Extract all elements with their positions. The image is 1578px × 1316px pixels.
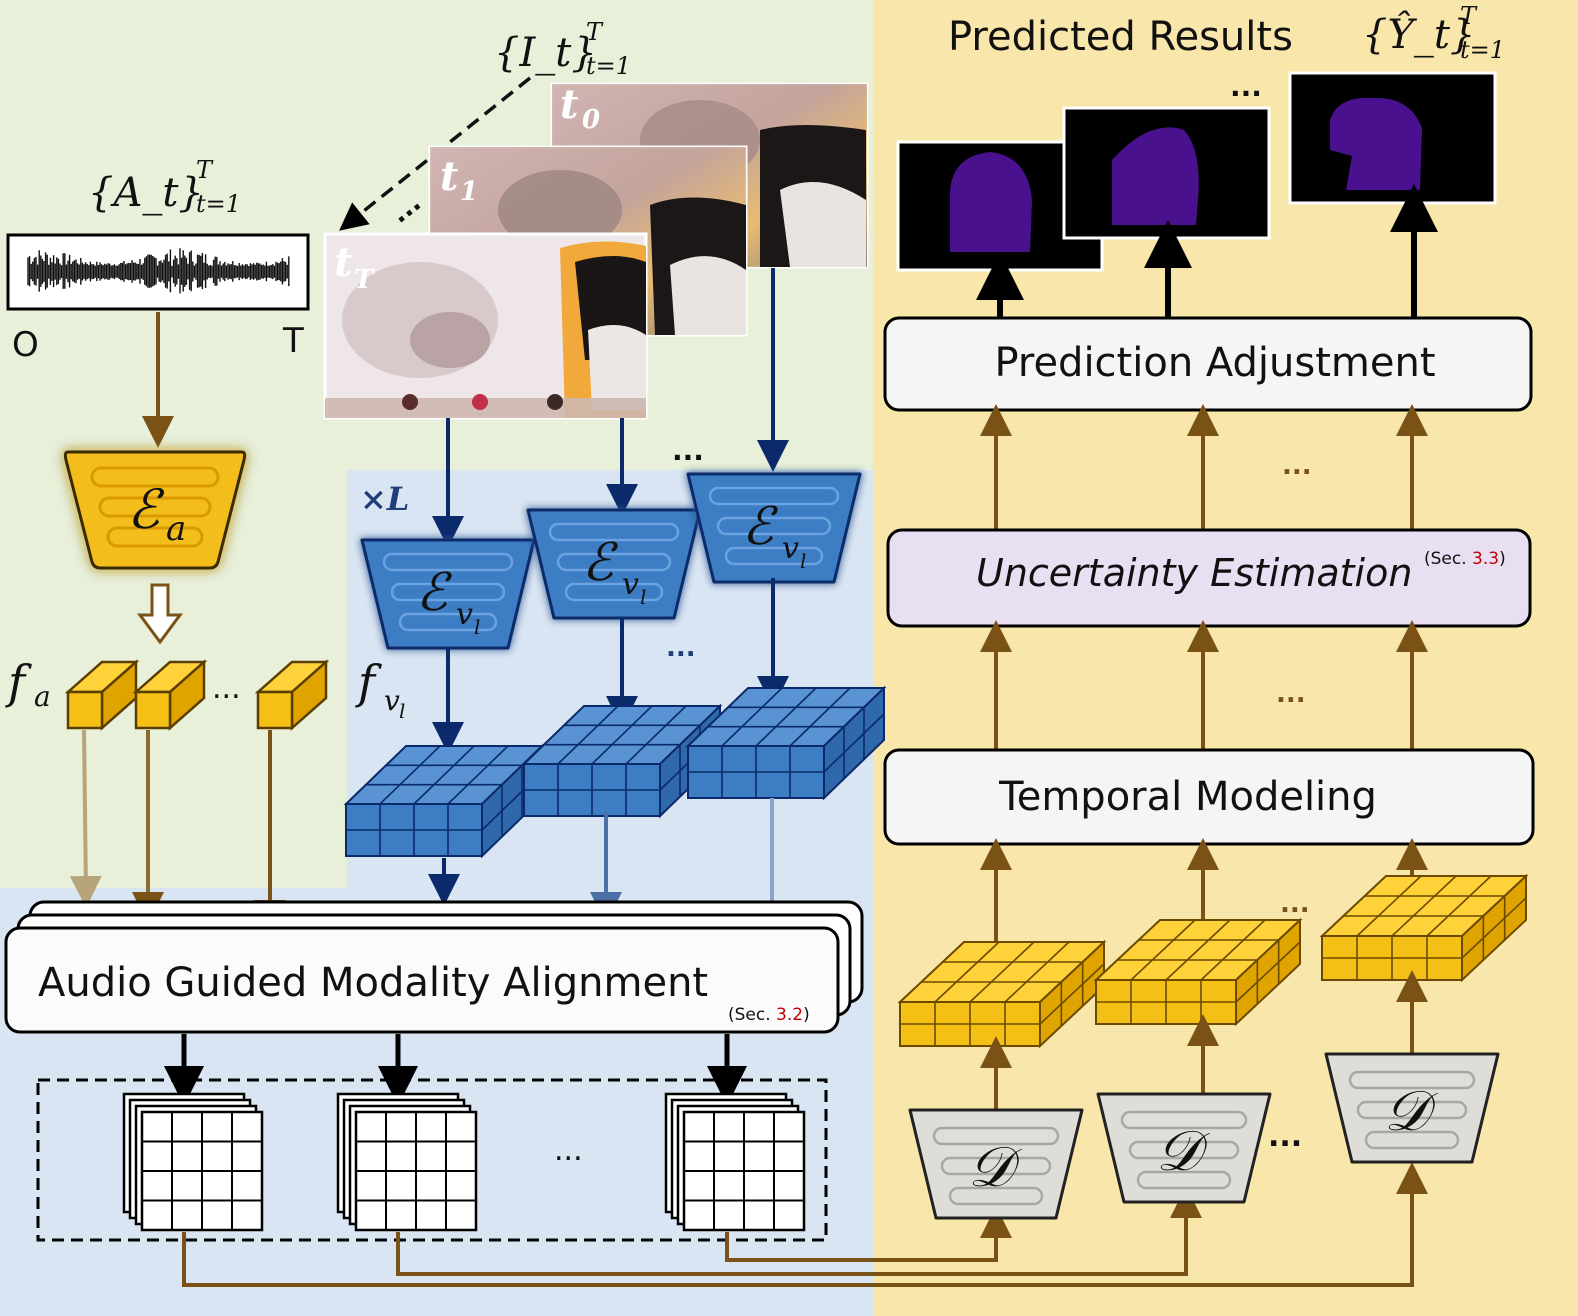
audio-start-label: O [12,325,39,365]
audio-feature-ellipsis: ... [212,671,241,706]
alignment-ref: (Sec. 3.2) [728,1005,810,1025]
audio-feature-sub: a [34,680,51,713]
layer-repeat-label: ×L [360,480,409,518]
frame-t1-label: t [440,153,459,200]
visual-encoder-symbol: ℰ [416,563,452,623]
audio-encoder-sub: a [166,509,186,549]
video-frame-tT [323,232,648,420]
outputs-label: {Ŷ_t} T t=1 [1362,2,1505,64]
upper-ellipsis: ... [1282,451,1312,481]
audio-encoder-symbol: ℰ [127,478,165,541]
audio-set-sub: t=1 [196,190,241,218]
aligned-features-dashed-box [36,1078,828,1242]
decoded-feature-cube-1 [897,939,1107,1049]
aligned-feature-grid-3 [664,1092,806,1232]
outputs-set-label: {Ŷ_t} [1362,11,1475,58]
audio-set-label: {A_t} [88,170,204,216]
aligned-feature-grid-1 [122,1092,264,1232]
uncertainty-estimation-title: Uncertainty Estimation [976,551,1412,595]
decoded-feature-cube-2 [1093,917,1303,1027]
visual-encoder-subsub: l [800,549,806,573]
audio-encoder [63,450,247,570]
visual-feature-cube-3 [685,685,887,801]
visual-encoder-subsub: l [474,615,480,639]
middle-ellipsis: ... [1276,679,1306,709]
frame-t1-sub: 1 [460,177,478,207]
decoder-2 [1096,1092,1272,1204]
cube-ellipsis: ... [1280,889,1310,919]
audio-feature-token [64,659,140,731]
visual-encoder-1 [360,538,536,650]
outputs-set-sub: t=1 [1460,36,1505,64]
alignment-title: Audio Guided Modality Alignment [38,960,708,1006]
frame-t0-sub: 0 [582,105,600,135]
visual-feature-subsub: l [399,699,405,723]
decoder-3 [1324,1052,1500,1164]
audio-input-label: {A_t} T t=1 [88,156,241,218]
visual-feature-sub: v [384,684,400,717]
audio-end-label: T [282,321,304,361]
visual-encoder-3 [686,472,862,584]
audio-feature-arrow-1 [69,729,102,908]
prediction-adjustment-title: Prediction Adjustment [994,340,1435,386]
frames-input-label: {I_t} T t=1 [494,18,631,80]
alignment-box [4,926,840,1034]
aligned-feature-grids [122,1092,806,1232]
mask-ellipsis: ... [1230,70,1262,103]
audio-encoder-output-arrow [137,583,183,645]
decoder-ellipsis: ... [1268,1119,1302,1154]
frames-set-label: {I_t} [494,30,597,76]
grid-1-to-decoder-3-connector [182,1162,1428,1287]
visual-encoder-sub: v [456,597,473,632]
visual-encoder-symbol: ℰ [742,497,778,557]
aligned-feature-grid-2 [336,1092,478,1232]
grid-2-to-decoder-2-connector [396,1186,1202,1276]
outputs-set-sup: T [1460,2,1478,30]
predicted-mask-3 [1288,71,1497,205]
visual-encoder-subsub: l [640,585,646,609]
aligned-feature-ellipsis: ... [554,1133,583,1168]
frame-tT-label: t [334,239,353,286]
audio-set-sup: T [196,156,214,184]
decoder-1 [908,1108,1084,1220]
visual-encoder-2 [526,508,702,620]
decoded-feature-cube-3 [1319,873,1529,983]
audio-feature-tokens [64,659,330,731]
temporal-modeling-title: Temporal Modeling [998,774,1377,820]
predicted-results-title: Predicted Results [948,14,1293,60]
decoded-feature-cubes [897,873,1529,1049]
visual-feature-cubes [343,685,887,859]
visual-encoder-symbol: ℰ [582,533,618,593]
audio-feature-token [254,659,330,731]
visual-encoder-ellipsis: ... [672,434,704,467]
frame-t0-label: t [560,81,579,128]
visual-encoder-sub: v [782,531,799,566]
uncertainty-ref: (Sec. 3.3) [1424,549,1506,569]
frames-set-sub: t=1 [586,52,631,80]
audio-feature-token [132,659,208,731]
visual-feature-cube-1 [343,743,545,859]
grid-3-to-decoder-1-connector [725,1206,1012,1262]
predicted-mask-2 [1062,106,1271,240]
visual-encoder-sub: v [622,567,639,602]
frame-tT-sub: T [354,265,375,295]
visual-feature-ellipsis: ... [666,633,696,663]
frames-set-sup: T [586,18,604,46]
audio-waveform-icon [27,248,290,294]
